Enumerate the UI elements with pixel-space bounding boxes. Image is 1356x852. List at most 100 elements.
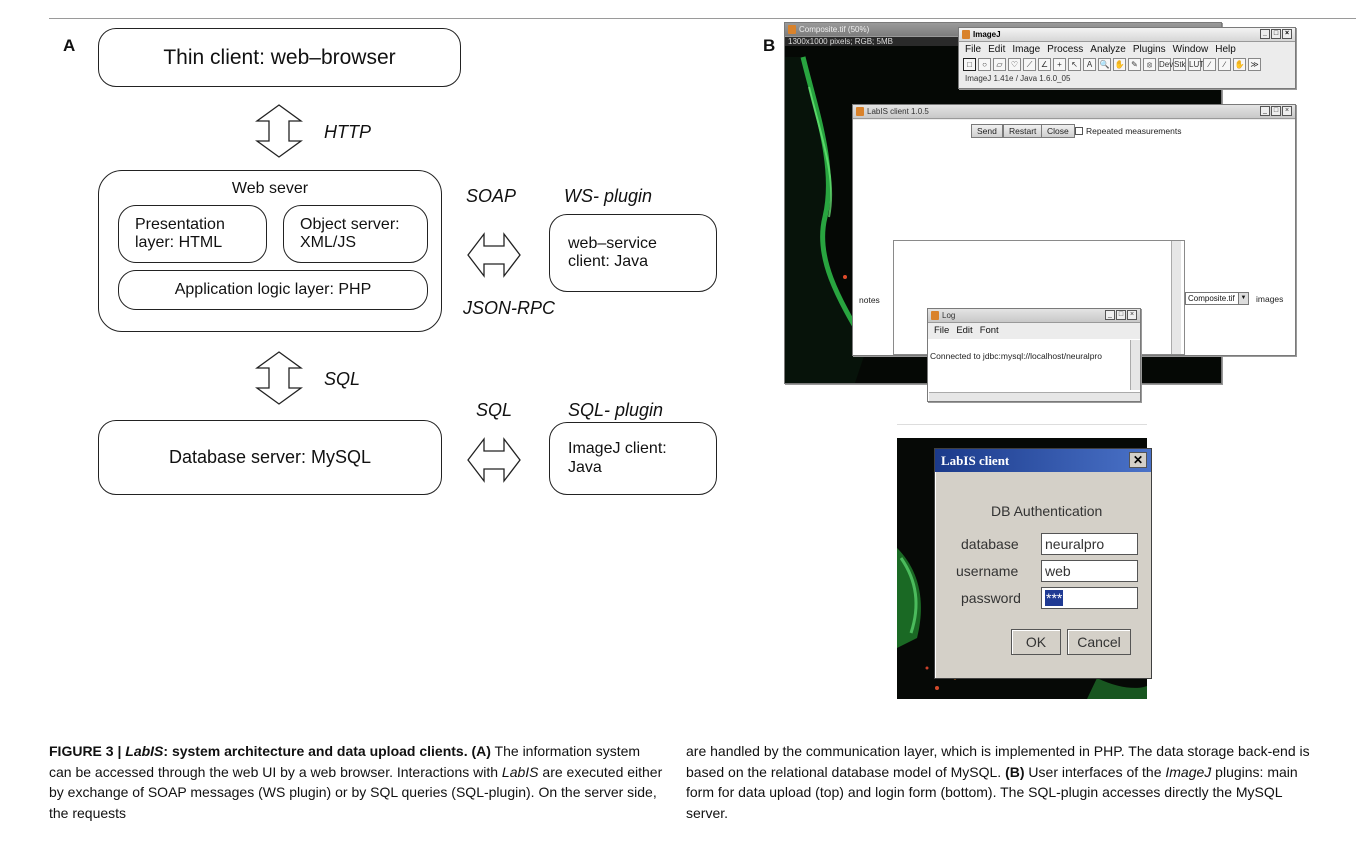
menu-analyze[interactable]: Analyze — [1090, 44, 1126, 55]
send-button[interactable]: Send — [971, 124, 1003, 138]
menu-edit[interactable]: Edit — [988, 44, 1006, 55]
figure-label: FIGURE 3 | — [49, 743, 126, 759]
caption-left-text-1: The information system can be accessed t… — [49, 743, 641, 780]
log-menu-file[interactable]: File — [934, 325, 950, 336]
composite-title: Composite.tif (50%) — [799, 25, 870, 34]
username-field[interactable]: web — [1041, 560, 1138, 582]
http-arrow — [255, 104, 303, 158]
imagej-tool-icon[interactable]: Dev — [1158, 58, 1174, 71]
images-select-value: Composite.tif — [1188, 294, 1235, 303]
app-logic-box: Application logic layer: PHP — [118, 270, 428, 310]
maximize-icon[interactable]: □ — [1271, 106, 1281, 116]
minimize-icon[interactable]: _ — [1105, 310, 1115, 320]
panel-a-letter: A — [63, 36, 76, 55]
close-icon[interactable]: × — [1282, 106, 1292, 116]
imagej-tool-icon[interactable]: ♡ — [1008, 58, 1021, 71]
menu-plugins[interactable]: Plugins — [1132, 44, 1166, 55]
log-hscroll[interactable] — [929, 392, 1140, 401]
sql-vertical-arrow — [255, 351, 303, 405]
caption-right-text-3: plugins: main form for data upload (top)… — [686, 763, 1298, 821]
caption-right-text-1: are handled by the communication layer, … — [686, 743, 1310, 780]
username-label: username — [956, 563, 1019, 579]
labis-window-controls: _□× — [1260, 106, 1292, 116]
close-icon[interactable]: × — [1127, 310, 1137, 320]
login-dialog: LabIS client ✕ DB Authentication databas… — [934, 448, 1152, 679]
log-menubar: File Edit Font — [928, 323, 1140, 338]
cancel-button[interactable]: Cancel — [1067, 629, 1131, 655]
imagej-tool-icon[interactable]: ∕ — [1203, 58, 1216, 71]
maximize-icon[interactable]: □ — [1271, 29, 1281, 39]
restart-button[interactable]: Restart — [1003, 124, 1043, 138]
imagej-tool-icon[interactable]: ▱ — [993, 58, 1006, 71]
caption-panel-b-ref: (B) — [1005, 763, 1025, 780]
ws-plugin-title: WS- plugin — [564, 186, 653, 206]
ok-button[interactable]: OK — [1011, 629, 1061, 655]
log-menu-edit[interactable]: Edit — [956, 325, 973, 336]
imagej-version: ImageJ 1.41e / Java 1.6.0_05 — [959, 72, 1295, 85]
password-field[interactable]: *** — [1041, 587, 1138, 609]
imagej-tool-icon[interactable]: + — [1053, 58, 1066, 71]
menu-process[interactable]: Process — [1047, 44, 1084, 55]
database-field[interactable]: neuralpro — [1041, 533, 1138, 555]
close-icon[interactable]: ✕ — [1129, 452, 1147, 468]
caption-labis-2: LabIS — [501, 763, 539, 780]
imagej-tool-icon[interactable]: ⟋ — [1023, 58, 1036, 71]
menu-file[interactable]: File — [965, 44, 982, 55]
web-server-label: Web sever — [231, 180, 309, 197]
imagej-tool-icon[interactable]: ↖ — [1068, 58, 1081, 71]
log-window-controls: _□× — [1105, 310, 1137, 320]
ws-client-box: web–service client: Java — [549, 214, 717, 292]
imagej-client-label: ImageJ client: Java — [568, 440, 667, 476]
images-select[interactable]: Composite.tif ▼ — [1185, 292, 1249, 305]
imagej-tool-icon[interactable]: ≫ — [1248, 58, 1261, 71]
notes-scrollbar[interactable] — [1171, 241, 1181, 354]
imagej-window: ImageJ _□× File Edit Image Process Analy… — [958, 27, 1296, 89]
log-vscroll[interactable] — [1130, 340, 1140, 390]
menu-help[interactable]: Help — [1215, 44, 1236, 55]
separator — [897, 424, 1147, 425]
caption-left: FIGURE 3 | LabIS: system architecture an… — [49, 741, 665, 823]
maximize-icon[interactable]: □ — [1116, 310, 1126, 320]
imagej-tool-icon[interactable]: A — [1083, 58, 1096, 71]
imagej-tool-icon[interactable]: LUT — [1188, 58, 1205, 71]
imagej-tool-icon[interactable]: 🔍 — [1098, 58, 1111, 71]
imagej-tool-icon[interactable]: ⦻ — [1143, 58, 1156, 71]
labis-main-titlebar: LabIS client 1.0.5 _□× — [853, 105, 1295, 119]
database-label: database — [961, 536, 1019, 552]
caption-labis-1: LabIS — [125, 743, 164, 759]
imagej-tool-icon[interactable]: ∕ — [1218, 58, 1231, 71]
imagej-tool-icon[interactable]: ✎ — [1128, 58, 1141, 71]
imagej-tool-icon[interactable]: ∠ — [1038, 58, 1051, 71]
repeated-checkbox[interactable] — [1075, 127, 1083, 135]
login-heading: DB Authentication — [991, 503, 1103, 519]
soap-arrow — [467, 232, 521, 278]
menu-window[interactable]: Window — [1172, 44, 1209, 55]
ws-client-label: web–service client: Java — [568, 234, 657, 270]
sql-horizontal-arrow — [467, 437, 521, 483]
imagej-icon — [962, 30, 970, 39]
caption-right-text-2: User interfaces of the — [1024, 763, 1166, 780]
imagej-tool-icon[interactable]: Stk — [1173, 58, 1186, 71]
caption-left-text-2: are executed either by exchange of SOAP … — [49, 763, 663, 821]
caption-title: : system architecture and data upload cl… — [163, 743, 472, 759]
minimize-icon[interactable]: _ — [1260, 29, 1270, 39]
sql-plugin-title: SQL- plugin — [568, 400, 664, 420]
panel-b-letter: B — [763, 36, 776, 55]
http-label: HTTP — [324, 122, 371, 142]
repeated-label: Repeated measurements — [1086, 126, 1182, 136]
imagej-tool-icon[interactable]: ○ — [978, 58, 991, 71]
imagej-tool-icon[interactable]: ✋ — [1113, 58, 1126, 71]
imagej-tool-icon[interactable]: ✋ — [1233, 58, 1246, 71]
object-server-label: Object server: XML/JS — [300, 215, 400, 251]
imagej-tool-icon[interactable]: □ — [963, 58, 976, 71]
chevron-down-icon: ▼ — [1238, 293, 1248, 304]
notes-label: notes — [859, 295, 880, 305]
close-icon[interactable]: × — [1282, 29, 1292, 39]
menu-image[interactable]: Image — [1012, 44, 1041, 55]
close-button[interactable]: Close — [1041, 124, 1075, 138]
log-menu-font[interactable]: Font — [979, 325, 999, 336]
log-title: Log — [942, 311, 956, 320]
caption-panel-a-ref: (A) — [471, 743, 491, 759]
minimize-icon[interactable]: _ — [1260, 106, 1270, 116]
